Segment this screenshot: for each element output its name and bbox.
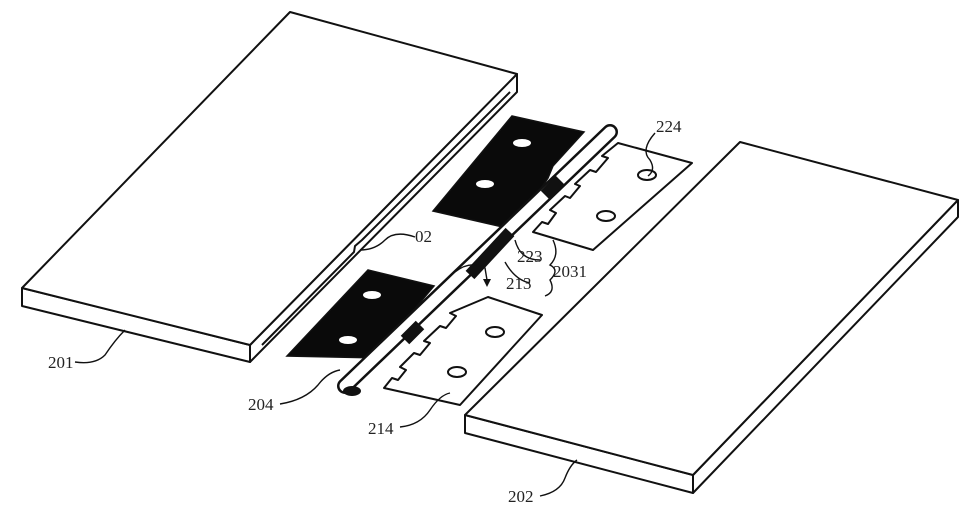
label-202: 202 [508,487,534,506]
label-02: 02 [415,227,432,246]
leader-lines [74,132,656,497]
label-214: 214 [368,419,394,438]
label-213: 213 [506,274,532,293]
label-2031: 2031 [553,262,587,281]
lower-leaf-214 [383,296,543,406]
right-panel-202 [464,141,959,494]
upper-black-plate [431,115,586,228]
rotation-arrow [454,264,488,281]
hinge-pin [337,124,618,396]
arrow-head [483,279,491,287]
label-223: 223 [517,247,543,266]
label-201: 201 [48,353,74,372]
label-224: 224 [656,117,682,136]
plate-holes [339,139,531,344]
left-panel-201 [21,11,518,363]
label-204: 204 [248,395,274,414]
